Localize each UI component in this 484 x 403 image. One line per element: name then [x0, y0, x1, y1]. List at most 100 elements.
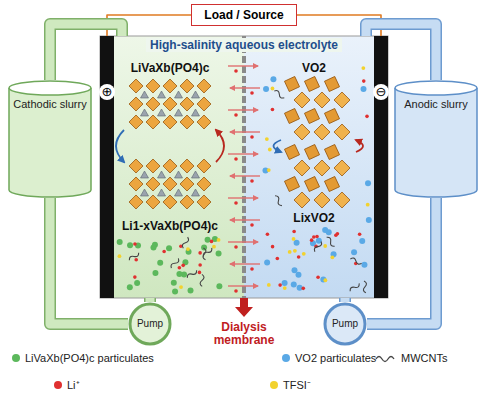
connector-line: [144, 298, 156, 302]
particle: [181, 264, 185, 268]
anolyte-region: [244, 36, 388, 298]
ion-arrow: [228, 65, 258, 66]
particle: [361, 86, 367, 92]
particle: [361, 66, 365, 70]
li-ion: [234, 69, 238, 73]
polyhedron: [163, 177, 177, 191]
polyhedron: [197, 97, 211, 111]
particle: [216, 283, 222, 289]
tunnel-crystal: [282, 74, 350, 140]
particle: [297, 255, 301, 259]
li-ion: [250, 223, 254, 227]
pipe-inner: [341, 298, 350, 302]
legend-text: TFSI⁻: [283, 377, 311, 392]
li-ion: [250, 91, 254, 95]
tetrahedron: [158, 109, 166, 116]
tank-top: [9, 81, 91, 95]
polyhedron: [163, 159, 177, 173]
legend-text: Li⁺: [67, 377, 80, 392]
particle: [359, 238, 365, 244]
particle: [133, 275, 137, 279]
ion-arrow: [228, 109, 258, 110]
particle: [127, 284, 133, 290]
catholyte-region: [100, 36, 244, 298]
reaction-arrow: [116, 130, 124, 162]
polyhedron: [180, 177, 194, 191]
particle: [358, 232, 362, 236]
polarity-sign: ⊕: [99, 84, 115, 100]
ion-arrow: [230, 263, 260, 264]
ion-arrow: [228, 241, 258, 242]
polyhedron: [180, 115, 194, 129]
particle: [198, 271, 202, 275]
reaction-arrow: [216, 130, 224, 162]
polyhedron: [322, 174, 343, 195]
tetrahedron: [175, 109, 183, 116]
particle: [312, 235, 316, 239]
polyhedron: [129, 79, 143, 93]
particle: [365, 180, 371, 186]
polyhedron: [197, 79, 211, 93]
mwcnt: [349, 282, 361, 293]
particle: [198, 251, 202, 255]
ion-arrow: [230, 219, 260, 220]
particle: [127, 242, 133, 248]
cell-outline: [100, 36, 388, 298]
pump-label: Pump: [323, 302, 367, 346]
particle: [336, 232, 340, 236]
polyhedron: [294, 124, 310, 140]
pump-label: Pump: [128, 302, 172, 346]
particle: [271, 245, 275, 249]
polyhedron: [197, 159, 211, 173]
dialysis-membrane: [242, 36, 246, 298]
tetrahedron: [175, 91, 183, 98]
particle: [302, 287, 306, 291]
electrode: ⊕: [100, 36, 114, 298]
legend-text: MWCNTs: [401, 352, 447, 364]
particle: [323, 244, 327, 248]
polyhedron: [334, 92, 350, 108]
mwcnt: [350, 257, 363, 265]
polyhedron: [302, 174, 323, 195]
ion-arrows: [228, 66, 260, 293]
polyhedron: [146, 79, 160, 93]
membrane-label: Dialysis membrane: [206, 321, 282, 347]
mwcnt-sample: [376, 357, 394, 362]
polyhedron: [294, 192, 310, 208]
polyhedron: [163, 115, 177, 129]
particle: [310, 238, 314, 242]
legend-text: LiVaXb(PO4)c particulates: [25, 352, 154, 364]
polyhedron: [129, 97, 143, 111]
connector-line: [339, 298, 351, 302]
slurry-tank: Anodic slurry: [394, 80, 478, 198]
particle: [267, 283, 271, 287]
pipe-inner: [146, 298, 155, 302]
mwcnt: [200, 274, 204, 286]
polyhedron: [180, 79, 194, 93]
li-ion: [250, 179, 254, 183]
tetrahedron: [158, 189, 166, 196]
crystal-label: LiVaXb(PO4)c: [131, 61, 210, 75]
particle: [271, 108, 275, 112]
legend-item: LiVaXb(PO4)c particulates: [12, 352, 154, 364]
polyhedron: [282, 174, 303, 195]
particle: [270, 76, 276, 82]
particle: [152, 270, 158, 276]
polyhedron: [322, 106, 343, 127]
particle: [276, 257, 280, 261]
ion-arrow: [230, 131, 260, 132]
membrane-arrow: [235, 298, 253, 317]
particle: [292, 237, 296, 241]
source-box: Load / Source: [191, 4, 296, 26]
legend-swatch: [282, 354, 290, 362]
polyhedron: [282, 142, 303, 163]
particle: [118, 254, 122, 258]
particle: [366, 203, 370, 207]
particle: [162, 250, 166, 254]
legend-swatch: [12, 354, 20, 362]
particle: [295, 272, 301, 278]
polyhedron: [129, 159, 143, 173]
polyhedron: [197, 195, 211, 209]
reaction-arrow: [356, 140, 363, 152]
particle: [294, 240, 300, 246]
